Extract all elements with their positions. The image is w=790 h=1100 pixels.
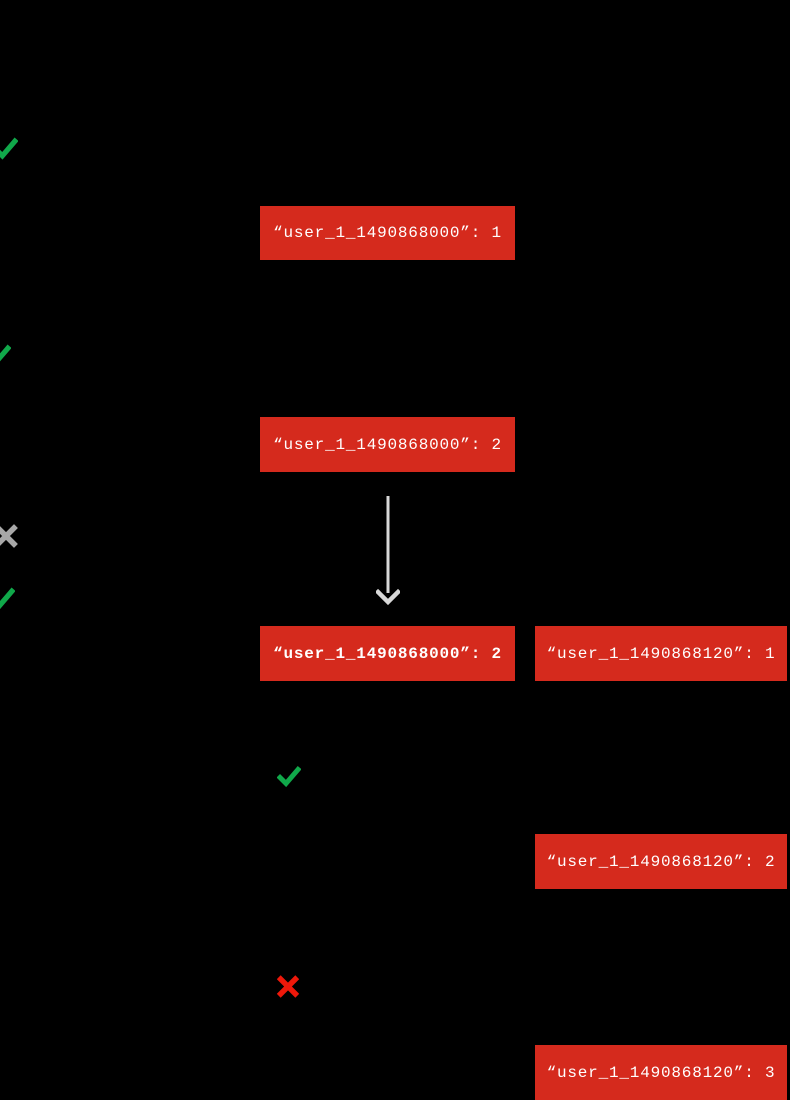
- counter-box-new-window-3: “user_1_1490868120”: 3: [535, 1045, 787, 1100]
- counter-box-new-window-2: “user_1_1490868120”: 2: [535, 834, 787, 889]
- counter-label: “user_1_1490868120”: 1: [546, 644, 776, 663]
- counter-label: “user_1_1490868000”: 1: [273, 224, 502, 242]
- counter-box-old-window-1: “user_1_1490868000”: 1: [260, 206, 515, 260]
- check-icon: [0, 343, 11, 368]
- x-icon-rejected: [277, 975, 299, 998]
- counter-label: “user_1_1490868120”: 2: [546, 852, 776, 871]
- counter-box-new-window-1: “user_1_1490868120”: 1: [535, 626, 787, 681]
- counter-label: “user_1_1490868120”: 3: [546, 1063, 776, 1082]
- check-icon: [0, 586, 15, 611]
- counter-box-old-window-final: “user_1_1490868000”: 2: [260, 626, 515, 681]
- arrow-down-icon: [376, 495, 400, 607]
- counter-box-old-window-2: “user_1_1490868000”: 2: [260, 417, 515, 472]
- check-icon: [0, 136, 18, 161]
- check-icon: [277, 764, 301, 789]
- counter-label: “user_1_1490868000”: 2: [273, 644, 502, 663]
- counter-label: “user_1_1490868000”: 2: [273, 435, 502, 454]
- x-icon: [0, 524, 18, 548]
